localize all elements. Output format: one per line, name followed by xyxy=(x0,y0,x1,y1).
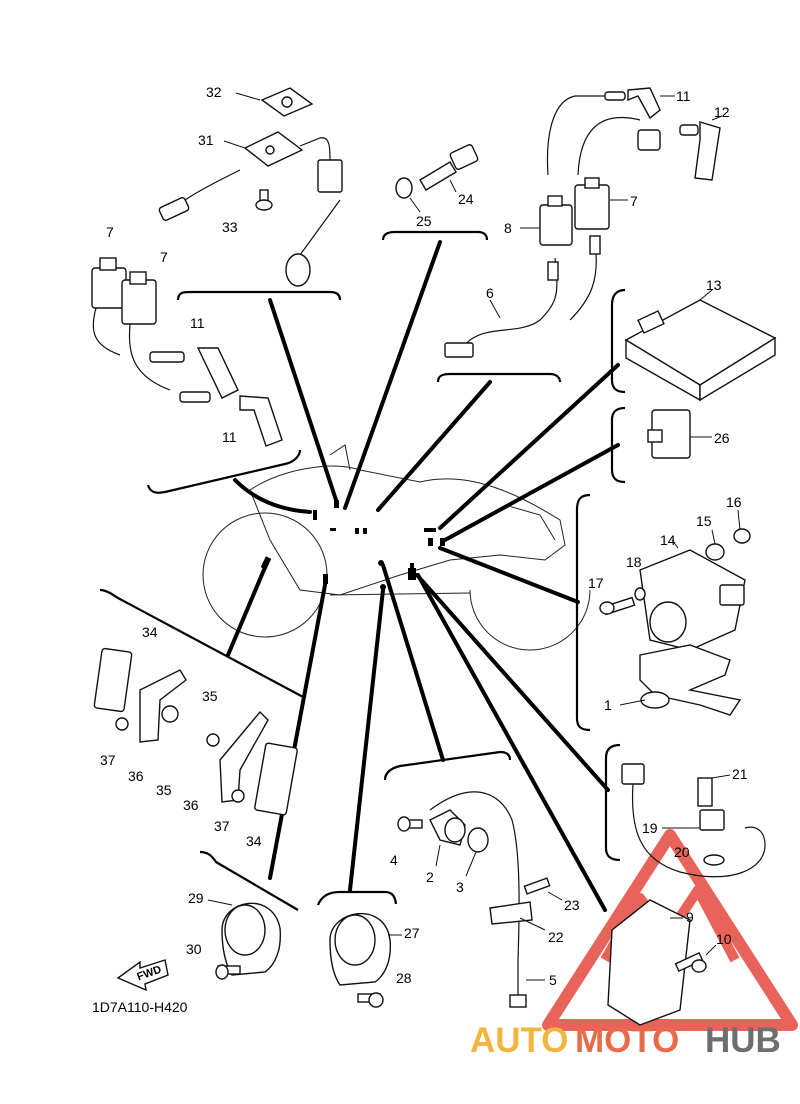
callout-13: 13 xyxy=(706,277,722,293)
callout-19: 19 xyxy=(642,820,658,836)
callout-7-right: 7 xyxy=(630,193,638,209)
part-27-horn xyxy=(329,913,402,986)
part-9-regulator xyxy=(607,899,691,1026)
leader-lines xyxy=(226,240,620,912)
callout-17: 17 xyxy=(588,575,604,591)
motorcycle-outline xyxy=(202,444,591,651)
part-13-ecu xyxy=(624,289,777,402)
part-34-reflector-a xyxy=(93,647,133,713)
part-10-bolt xyxy=(674,944,717,973)
part-11-cap-left-b xyxy=(179,391,283,447)
fwd-arrow-icon: FWD xyxy=(116,959,169,992)
callout-24: 24 xyxy=(458,191,474,207)
callout-11-left-a: 11 xyxy=(190,315,205,331)
diagram-code: 1D7A110-H420 xyxy=(92,999,188,1015)
callout-11-top: 11 xyxy=(676,88,691,104)
part-7-coil-left-b xyxy=(121,271,171,391)
part-6-harness xyxy=(444,235,601,358)
callout-15: 15 xyxy=(696,513,712,529)
part-7-coil-left-a xyxy=(91,257,127,356)
part-12-cap xyxy=(679,115,723,181)
part-29-horn xyxy=(207,899,282,976)
callout-21: 21 xyxy=(732,766,748,782)
callout-11-left-b: 11 xyxy=(222,429,237,445)
callout-34-a: 34 xyxy=(142,624,158,640)
watermark-moto: MOTO xyxy=(575,1021,679,1060)
part-32-gasket xyxy=(235,87,314,117)
part-2-speed-sensor xyxy=(429,791,520,961)
callout-31: 31 xyxy=(198,132,214,148)
callout-2: 2 xyxy=(426,869,434,885)
part-4-screw xyxy=(397,816,423,832)
part-11-cap-top xyxy=(575,87,675,151)
part-15-ring xyxy=(705,529,725,561)
callout-28: 28 xyxy=(396,970,412,986)
callout-35-b: 35 xyxy=(156,782,172,798)
part-16-cap xyxy=(733,509,751,544)
part-3-oring xyxy=(465,827,489,877)
callout-18: 18 xyxy=(626,554,642,570)
callout-10: 10 xyxy=(716,931,732,947)
callout-36-a: 36 xyxy=(128,768,144,784)
callout-4: 4 xyxy=(390,852,398,868)
part-24-sensor xyxy=(419,144,479,193)
callout-12: 12 xyxy=(714,104,730,120)
group-brackets xyxy=(99,230,626,911)
part-1-sensor-plate xyxy=(619,644,742,716)
callout-20: 20 xyxy=(674,844,690,860)
part-36-bracket-b xyxy=(206,710,269,803)
callout-3: 3 xyxy=(456,879,464,895)
callout-37-b: 37 xyxy=(214,818,230,834)
part-25-washer xyxy=(395,177,421,213)
part-33-bolt xyxy=(255,189,273,211)
part-26-relay xyxy=(647,409,712,459)
part-8-coil xyxy=(520,95,576,246)
part-20-oring xyxy=(703,854,725,866)
callout-6: 6 xyxy=(486,285,494,301)
part-7-coil-right xyxy=(574,116,641,230)
part-14-throttle-body xyxy=(639,539,746,651)
part-23-bolt xyxy=(523,877,563,901)
callout-27: 27 xyxy=(404,925,420,941)
watermark-auto: AUTO xyxy=(470,1021,569,1060)
callout-26: 26 xyxy=(714,430,730,446)
callout-25: 25 xyxy=(416,213,432,229)
part-36-bracket-a xyxy=(115,669,187,743)
part-19-sensor-wire xyxy=(621,763,766,878)
callout-7-left-a: 7 xyxy=(106,224,114,240)
watermark-text: AUTO MOTO HUB xyxy=(470,1021,781,1060)
callout-16: 16 xyxy=(726,494,742,510)
part-34-reflector-b xyxy=(254,742,298,816)
part-18-washer xyxy=(634,587,646,601)
watermark-hub: HUB xyxy=(705,1021,781,1060)
part-17-screw xyxy=(599,596,636,616)
callout-32: 32 xyxy=(206,84,222,100)
callout-numbers: 32 31 33 24 25 11 12 8 7 6 13 26 7 7 11 … xyxy=(100,84,748,988)
callout-37-a: 37 xyxy=(100,752,116,768)
callout-8: 8 xyxy=(504,220,512,236)
callout-22: 22 xyxy=(548,929,564,945)
part-28-bolt xyxy=(357,992,384,1008)
part-11-cap-left-a xyxy=(149,347,239,399)
callout-5: 5 xyxy=(549,972,557,988)
callout-23: 23 xyxy=(564,897,580,913)
part-21-bolt xyxy=(697,774,731,807)
callout-14: 14 xyxy=(660,532,676,548)
callout-30: 30 xyxy=(186,941,202,957)
callout-33: 33 xyxy=(222,219,238,235)
part-31-fuel-sender xyxy=(158,131,343,287)
callout-34-b: 34 xyxy=(246,833,262,849)
callout-7-left-b: 7 xyxy=(160,249,168,265)
callout-36-b: 36 xyxy=(183,797,199,813)
callout-1: 1 xyxy=(604,697,612,713)
part-22-clamp xyxy=(489,901,546,931)
callout-29: 29 xyxy=(188,890,204,906)
callout-9: 9 xyxy=(686,909,694,925)
part-5-connector xyxy=(509,960,545,1008)
part-30-bolt xyxy=(215,964,241,980)
callout-35-a: 35 xyxy=(202,688,218,704)
